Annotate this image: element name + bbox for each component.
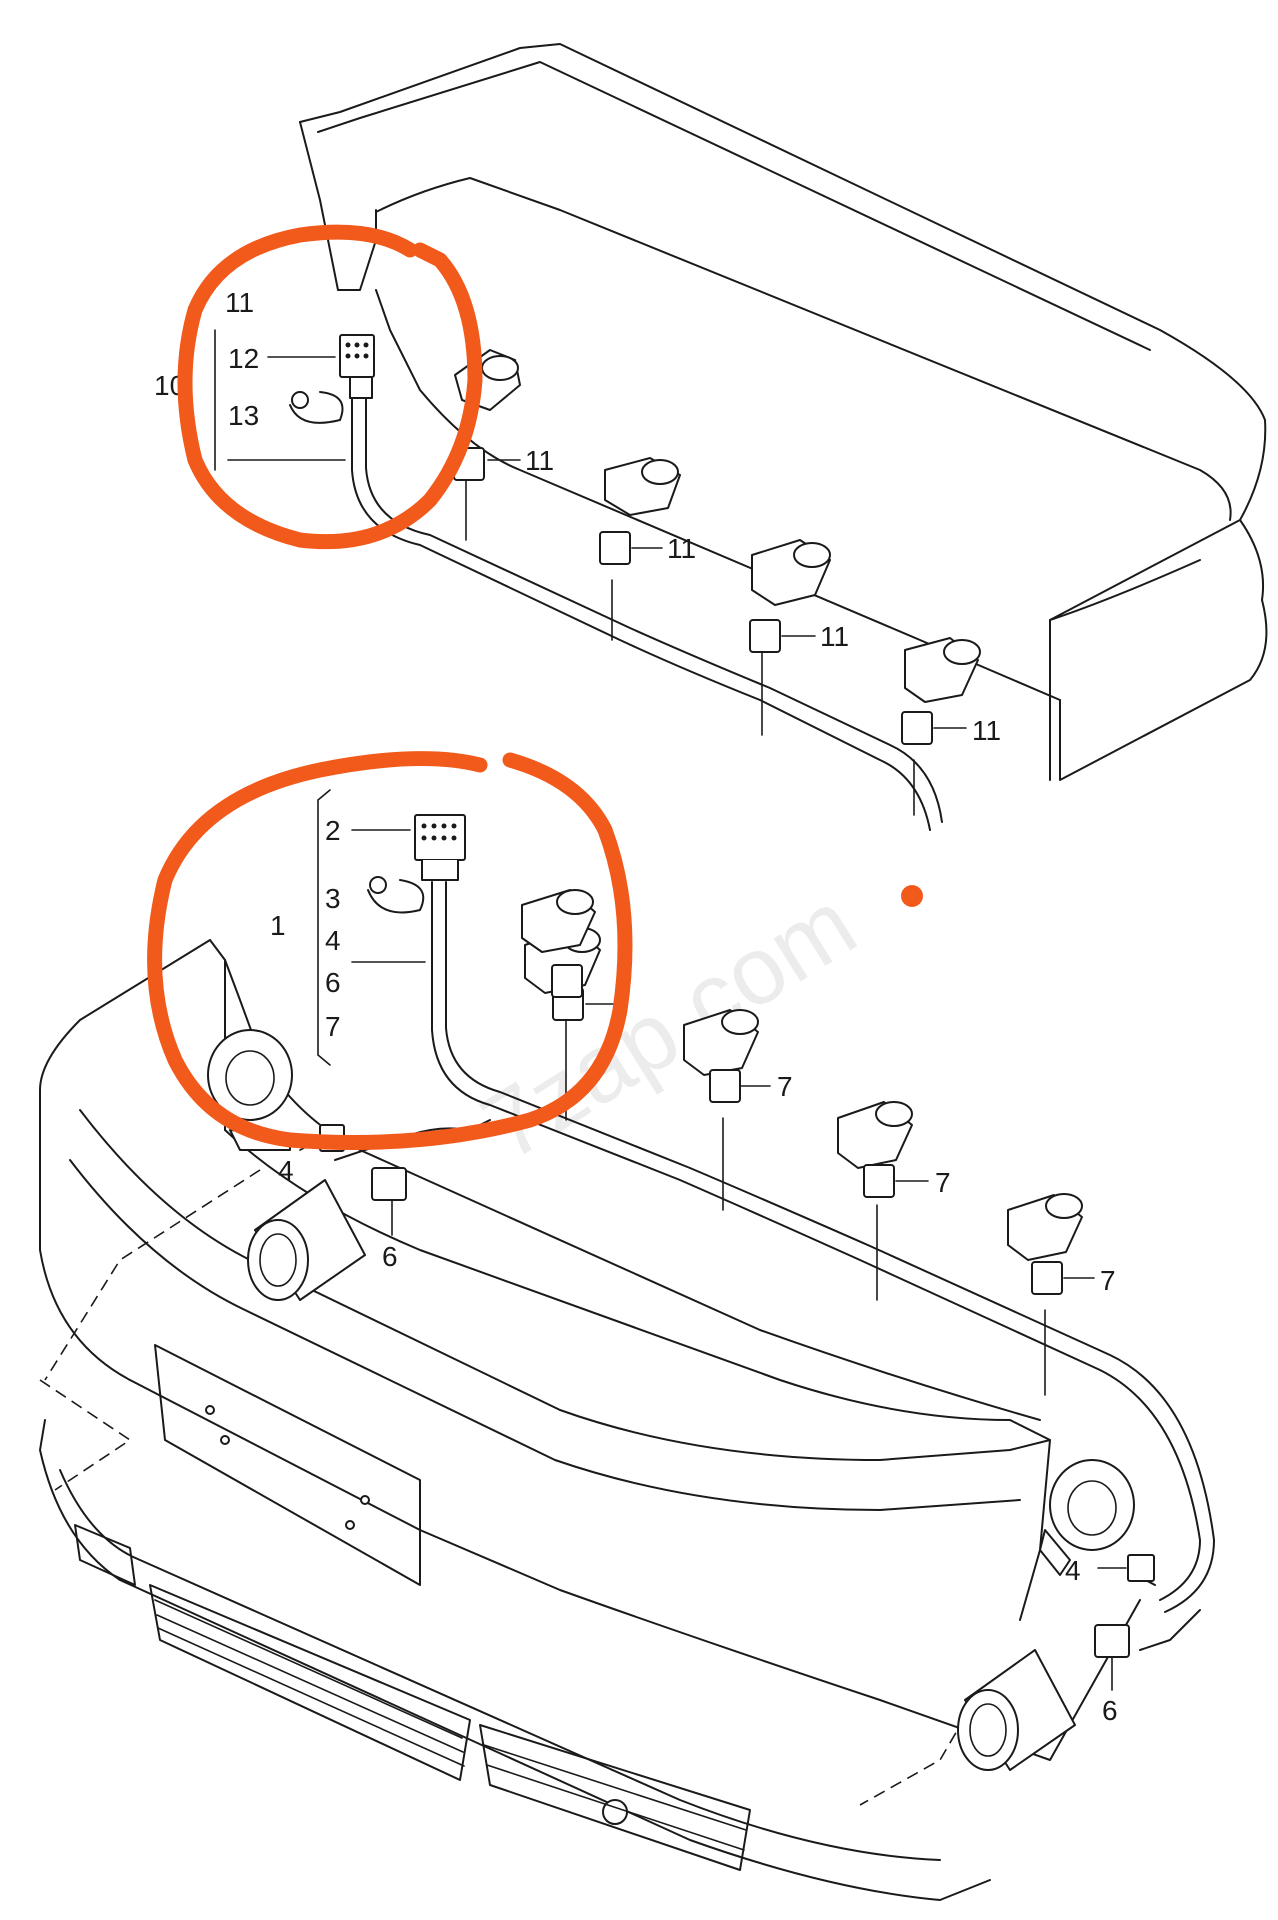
fog-lamp-left (247, 1179, 366, 1301)
callout-3: 3 (325, 883, 341, 914)
rear-connector-4 (901, 711, 933, 745)
front-sensor-3 (837, 1101, 913, 1169)
front-connector-2 (709, 1069, 741, 1103)
callout-11-d: 11 (972, 715, 1001, 746)
callout-2: 2 (325, 815, 341, 846)
horn-right (1039, 1459, 1135, 1576)
rear-bumper (299, 43, 1268, 781)
callout-7-b: 7 (935, 1167, 951, 1198)
callout-11-a: 11 (525, 445, 554, 476)
connector-6-right (1094, 1624, 1130, 1658)
rear-wiring-harness (351, 389, 943, 831)
callout-6-inset: 6 (325, 967, 341, 998)
callout-7-a: 7 (777, 1071, 793, 1102)
rear-sensor-2 (604, 457, 681, 516)
highlight-ring-rear (177, 224, 483, 550)
rear-sensor-3 (751, 539, 831, 606)
front-inset-sensor (521, 889, 596, 998)
bracket-right (1127, 1554, 1155, 1582)
licence-plate-area (154, 1344, 421, 1586)
rear-sensor-4 (904, 637, 981, 703)
callout-7-inset: 7 (325, 1011, 341, 1042)
highlight-ring-front (147, 751, 633, 1150)
rear-cable-clip (289, 391, 344, 424)
callout-7-c: 7 (1100, 1265, 1116, 1296)
fog-lamp-right (957, 1649, 1076, 1771)
callout-4-inset: 4 (325, 925, 341, 956)
lower-bumper (39, 1419, 991, 1901)
rear-multipin-connector (339, 334, 375, 399)
rear-connector-3 (749, 619, 781, 653)
callout-11-c: 11 (820, 621, 849, 652)
highlight-dot (901, 885, 923, 907)
front-sensor-4 (1007, 1193, 1083, 1261)
callout-1: 1 (270, 910, 286, 941)
dashed-guide-right (859, 1699, 976, 1806)
callout-6-right: 6 (1102, 1695, 1118, 1726)
front-connector-3 (863, 1164, 895, 1198)
callout-12: 12 (228, 343, 259, 374)
dashed-guide-left (44, 1169, 261, 1381)
callout-11-inset: 11 (225, 287, 254, 318)
front-connector-4 (1031, 1261, 1063, 1295)
callout-13: 13 (228, 400, 259, 431)
front-multipin-connector (414, 814, 466, 881)
connector-6-left (371, 1167, 407, 1201)
bracket-1 (317, 789, 331, 1066)
callout-6-left: 6 (382, 1241, 398, 1272)
front-sensor-2 (683, 1009, 759, 1076)
callout-11-b: 11 (667, 533, 696, 564)
rear-sensor-1 (454, 349, 521, 411)
front-cable-clip (367, 876, 425, 914)
front-grille (74, 1524, 751, 1871)
rear-connector-2 (599, 531, 631, 565)
callout-4-right: 4 (1065, 1555, 1081, 1586)
callout-4-left: 4 (278, 1155, 294, 1186)
dashed-guide-lower (39, 1379, 132, 1491)
